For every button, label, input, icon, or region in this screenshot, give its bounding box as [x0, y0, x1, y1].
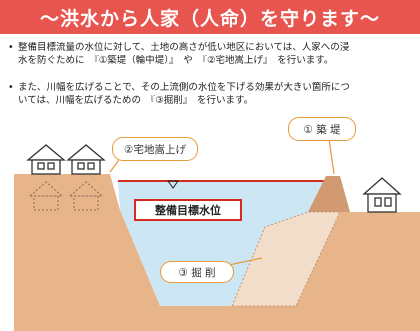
house-icon — [26, 144, 66, 175]
previous-house-outline-icon — [28, 181, 64, 211]
house-icon — [66, 144, 106, 175]
embankment-label: ① 築 堤 — [288, 117, 356, 141]
bullet-line: 水を防ぐために 『①築堤（輪中堤）』 や 『②宅地嵩上げ』 を行います。 — [18, 54, 334, 66]
raising-label: ②宅地嵩上げ — [112, 137, 198, 161]
bullet-line: いては、川幅を広げるための 『③掘削』 を行います。 — [18, 94, 254, 106]
house-icon — [362, 177, 402, 213]
bullet-line: 整備目標流量の水位に対して、土地の高さが低い地区においては、人家への浸 — [18, 42, 350, 53]
embankment-levee — [308, 176, 350, 212]
bullet-item: • 整備目標流量の水位に対して、土地の高さが低い地区においては、人家への浸 水を… — [8, 42, 418, 67]
river-bed — [160, 306, 232, 331]
water-level-marker-icon — [167, 180, 179, 189]
title-banner: 〜洪水から人家（人命）を守ります〜 — [0, 0, 420, 34]
excavation-label: ③ 掘 削 — [160, 261, 234, 283]
target-water-level-label: 整備目標水位 — [134, 199, 242, 221]
previous-house-outline-icon — [68, 181, 104, 211]
excavation-area — [231, 211, 341, 307]
bullet-item: • また、川幅を広げることで、その上流側の水位を下げる効果が大きい箇所につ いて… — [8, 82, 418, 107]
bullet-marker: • — [8, 82, 14, 93]
bullet-line: また、川幅を広げることで、その上流側の水位を下げる効果が大きい箇所につ — [18, 82, 350, 93]
bullet-marker: • — [8, 42, 14, 53]
left-bank-ground — [14, 174, 160, 331]
